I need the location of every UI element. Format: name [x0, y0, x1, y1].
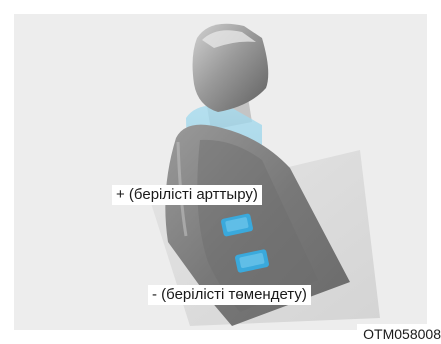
knob-top-highlight: [202, 30, 256, 48]
downshift-callout: - (берілісті төмендету): [148, 285, 311, 305]
figure-code: OTM058008: [357, 324, 441, 344]
boot-shading: [197, 139, 318, 312]
shift-up-button-icon: [221, 213, 253, 237]
shift-boot: [165, 124, 350, 327]
shift-down-button-icon: [235, 249, 269, 273]
upshift-callout: + (берілісті арттыру): [112, 185, 262, 205]
